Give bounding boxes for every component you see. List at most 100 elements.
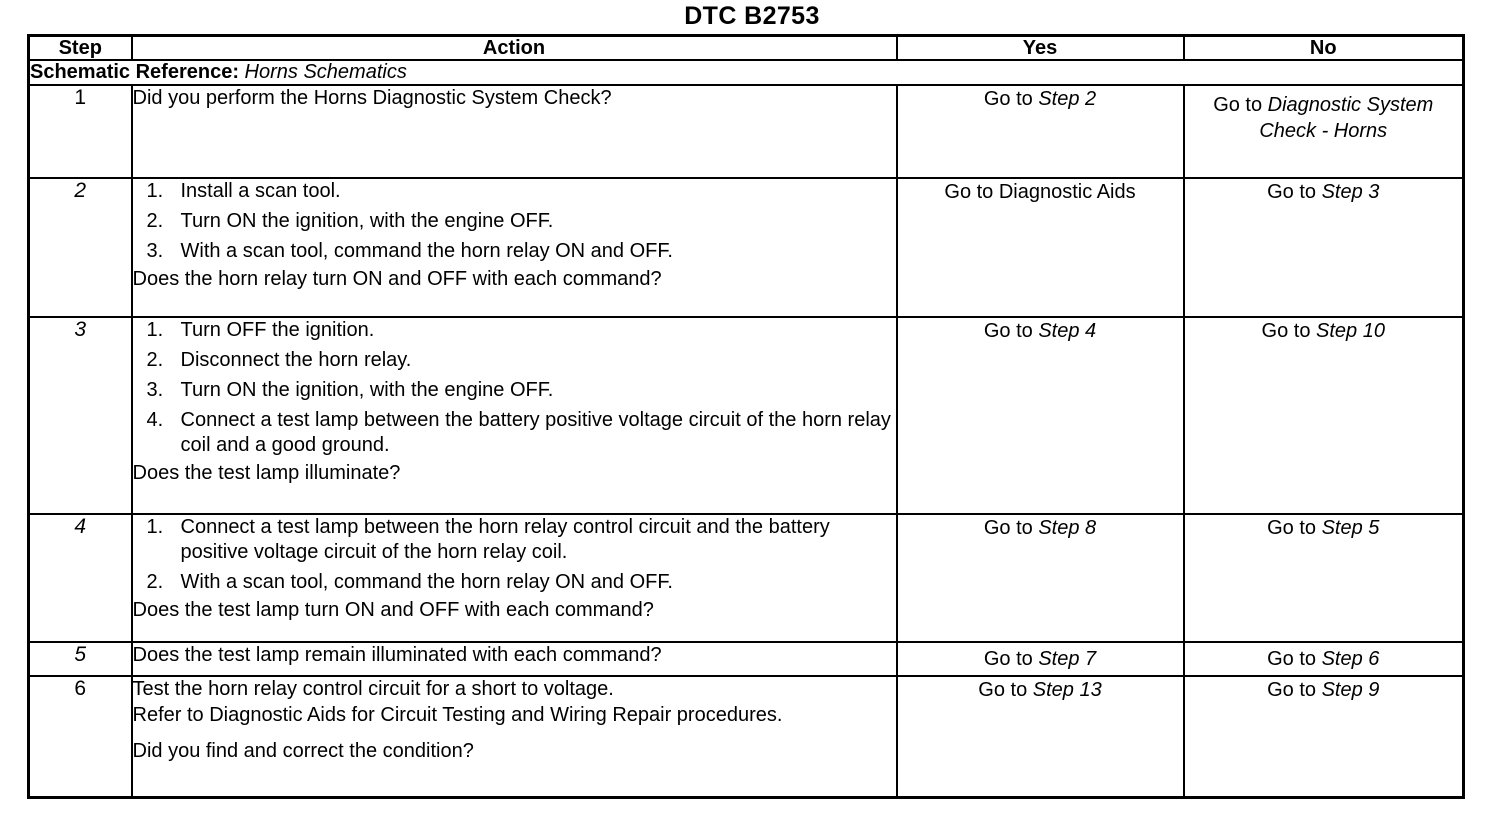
no-result-cell-text: Go to Step 10 bbox=[1185, 318, 1463, 344]
action-step-text: Install a scan tool. bbox=[180, 180, 341, 202]
column-header-no: No bbox=[1182, 34, 1465, 61]
no-result-cell-text: Go to Step 6 bbox=[1187, 646, 1461, 672]
no-result-cell-prefix: Go to bbox=[1267, 648, 1322, 670]
column-header-yes: Yes bbox=[895, 34, 1185, 61]
action-step-text: Disconnect the horn relay. bbox=[180, 349, 412, 371]
action-step-item: 1. Install a scan tool. bbox=[133, 179, 896, 204]
step-number-cell: 1 bbox=[27, 84, 133, 179]
yes-result-cell-prefix: Go to bbox=[983, 88, 1039, 110]
no-result-cell: Go to Step 10 bbox=[1182, 316, 1465, 515]
action-step-text: Turn ON the ignition, with the engine OF… bbox=[180, 210, 554, 232]
action-cell: Does the test lamp remain illuminated wi… bbox=[130, 641, 898, 677]
action-cell: Test the horn relay control circuit for … bbox=[130, 675, 898, 798]
yes-result-cell-reference: Step 2 bbox=[1038, 88, 1097, 110]
action-step-item: 3.With a scan tool, command the horn rel… bbox=[133, 239, 896, 264]
action-step-item: 2. Disconnect the horn relay. bbox=[133, 348, 896, 373]
no-result-cell-prefix: Go to bbox=[1267, 181, 1322, 203]
no-result-cell-prefix: Go to bbox=[1267, 517, 1322, 539]
step-number-cell: 3 bbox=[27, 316, 133, 515]
action-step-number: 2. bbox=[146, 210, 164, 232]
schematic-reference-label: Schematic Reference: bbox=[30, 61, 239, 83]
schematic-reference-cell: Schematic Reference: Horns Schematics bbox=[27, 59, 1465, 86]
action-step-item: 2. Turn ON the ignition, with the engine … bbox=[133, 209, 896, 234]
no-result-cell-prefix: Go to bbox=[1213, 94, 1268, 116]
action-step-item: 1. Turn OFF the ignition. bbox=[133, 318, 896, 343]
action-step-list: 1. Install a scan tool. 2. Turn ON the igni… bbox=[133, 179, 896, 264]
no-result-cell-text: Go to Step 5 bbox=[1185, 515, 1463, 541]
no-result-cell-text: Go to Diagnostic System Check - Horns bbox=[1185, 92, 1463, 144]
yes-result-cell-text: Go to Step 13 bbox=[898, 677, 1183, 703]
yes-result-cell: Go to Step 7 bbox=[895, 641, 1185, 677]
yes-result-cell-reference: Step 8 bbox=[1038, 517, 1097, 539]
yes-result-cell: Go to Step 2 bbox=[895, 84, 1185, 179]
yes-result-cell-prefix: Go to bbox=[983, 320, 1039, 342]
yes-result-cell-reference: Step 4 bbox=[1038, 320, 1097, 342]
column-header-action: Action bbox=[130, 34, 898, 61]
page-title: DTC B2753 bbox=[684, 2, 820, 30]
action-line: Test the horn relay control circuit for … bbox=[132, 678, 614, 700]
action-step-text: With a scan tool, command the horn relay… bbox=[180, 240, 673, 262]
action-step-item: 4. Connect a test lamp between the batter… bbox=[133, 408, 896, 458]
no-result-cell-reference: Step 5 bbox=[1321, 517, 1380, 539]
action-step-number: 1. bbox=[146, 180, 164, 202]
no-result-cell: Go to Step 5 bbox=[1182, 513, 1465, 643]
action-step-list: 1. Turn OFF the ignition. 2. Disconnect the… bbox=[133, 318, 896, 458]
action-line: Refer to Diagnostic Aids for Circuit Tes… bbox=[132, 704, 783, 726]
no-result-cell: Go to Step 9 bbox=[1182, 675, 1465, 798]
action-step-text: Turn ON the ignition, with the engine OF… bbox=[180, 379, 554, 401]
action-line: Does the test lamp remain illuminated wi… bbox=[132, 644, 662, 666]
table-row: 2 1. Install a scan tool. 2. Turn ON the ign… bbox=[27, 177, 1465, 318]
yes-result-cell-text: Go to Step 7 bbox=[900, 646, 1181, 672]
table-row: 3 1. Turn OFF the ignition. 2. Disconnect th… bbox=[27, 316, 1465, 515]
action-cell: 1. Turn OFF the ignition. 2. Disconnect the… bbox=[130, 316, 898, 515]
action-step-number: 3. bbox=[146, 379, 164, 401]
no-result-cell-reference: Step 3 bbox=[1321, 181, 1380, 203]
no-result-cell-text: Go to Step 3 bbox=[1185, 179, 1463, 205]
action-step-number: 4. bbox=[146, 409, 164, 431]
yes-result-cell: Go to Diagnostic Aids bbox=[895, 177, 1185, 318]
action-step-number: 2. bbox=[146, 571, 164, 593]
no-result-cell: Go to Step 3 bbox=[1182, 177, 1465, 318]
table-header-row: Step Action Yes No bbox=[27, 34, 1465, 61]
action-cell: Did you perform the Horns Diagnostic Sys… bbox=[130, 84, 898, 179]
action-line: Did you perform the Horns Diagnostic Sys… bbox=[132, 87, 612, 109]
action-question: Does the horn relay turn ON and OFF with… bbox=[132, 268, 662, 290]
action-step-number: 1. bbox=[146, 319, 164, 341]
yes-result-cell-reference: Step 7 bbox=[1038, 648, 1097, 670]
no-result-cell-prefix: Go to bbox=[1261, 320, 1317, 342]
action-step-number: 1. bbox=[146, 516, 164, 538]
yes-result-cell: Go to Step 13 bbox=[895, 675, 1185, 798]
action-step-list: 1. Connect a test lamp between the horn r… bbox=[133, 515, 896, 595]
step-number-cell: 2 bbox=[27, 177, 133, 318]
schematic-reference-value: Horns Schematics bbox=[244, 61, 407, 83]
action-step-text: With a scan tool, command the horn relay… bbox=[180, 571, 673, 593]
action-cell: 1. Connect a test lamp between the horn r… bbox=[130, 513, 898, 643]
schematic-reference-row: Schematic Reference: Horns Schematics bbox=[27, 59, 1465, 86]
no-result-cell-text: Go to Step 9 bbox=[1185, 677, 1463, 703]
no-result-cell: Go to Diagnostic System Check - Horns bbox=[1182, 84, 1465, 179]
dtc-diagnostic-table: Step Action Yes No Schematic Reference: … bbox=[27, 34, 1465, 799]
no-result-cell-reference: Step 10 bbox=[1316, 320, 1385, 342]
yes-result-cell: Go to Step 8 bbox=[895, 513, 1185, 643]
no-result-cell: Go to Step 6 bbox=[1182, 641, 1465, 677]
action-step-text: Turn OFF the ignition. bbox=[180, 319, 375, 341]
action-question: Did you find and correct the condition? bbox=[132, 740, 474, 762]
yes-result-cell-prefix: Go to bbox=[983, 648, 1039, 670]
action-cell: 1. Install a scan tool. 2. Turn ON the igni… bbox=[130, 177, 898, 318]
yes-result-cell-text: Go to Step 2 bbox=[898, 86, 1183, 112]
action-question: Does the test lamp turn ON and OFF with … bbox=[132, 599, 654, 621]
action-step-text: Connect a test lamp between the battery … bbox=[180, 409, 891, 456]
yes-result-cell-text: Go to Step 8 bbox=[898, 515, 1183, 541]
action-step-text: Connect a test lamp between the horn rel… bbox=[180, 516, 830, 563]
action-step-item: 3. Turn ON the ignition, with the engine … bbox=[133, 378, 896, 403]
yes-result-cell-prefix: Go to bbox=[983, 517, 1039, 539]
yes-result-cell-text: Go to Diagnostic Aids bbox=[898, 179, 1183, 205]
yes-result-cell: Go to Step 4 bbox=[895, 316, 1185, 515]
action-step-number: 2. bbox=[146, 349, 164, 371]
no-result-cell-reference: Step 9 bbox=[1321, 679, 1380, 701]
